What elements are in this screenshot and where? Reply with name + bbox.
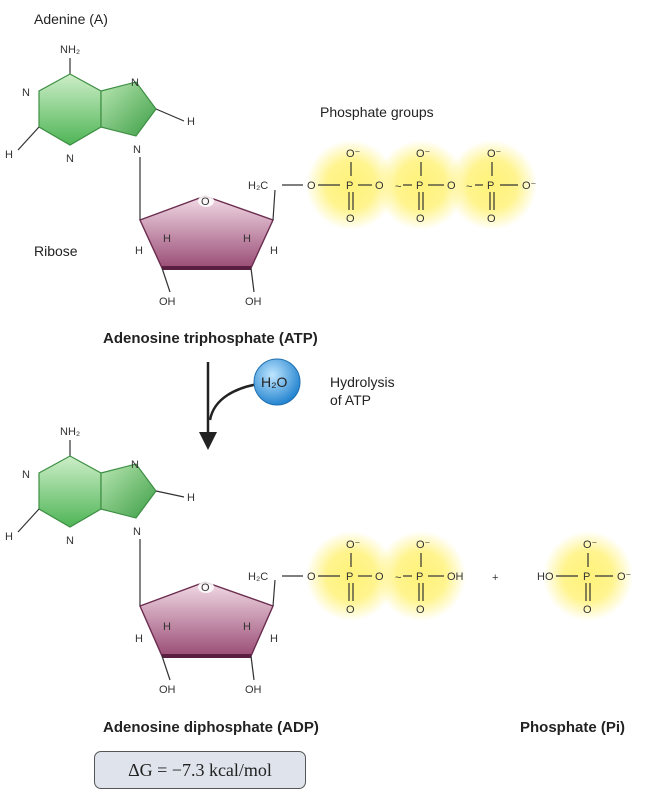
h-atom: H	[5, 149, 13, 161]
phosphate-glow	[447, 140, 537, 230]
n-atom: N	[22, 469, 30, 481]
terminal-oh: OH	[447, 571, 464, 583]
diphosphate-chain: H₂C O P O⁻ O O ~ P O⁻ O OH	[248, 531, 466, 621]
ribose-label: Ribose	[34, 243, 78, 259]
high-energy-bond: ~	[395, 181, 401, 193]
h-atom: H	[270, 245, 278, 257]
ring-oxygen: O	[201, 582, 210, 594]
phosphorus: P	[583, 571, 590, 583]
o-minus: O⁻	[583, 539, 598, 551]
h-atom: H	[187, 116, 195, 128]
double-bond-oxygen: O	[346, 604, 355, 616]
adenine-label: Adenine (A)	[34, 11, 108, 27]
double-bond-oxygen: O	[416, 213, 425, 225]
bridge-oxygen: O	[447, 180, 456, 192]
h-atom: H	[5, 531, 13, 543]
hydrolysis-arrow	[199, 362, 259, 450]
high-energy-bond: ~	[395, 572, 401, 584]
n-atom-glycosidic: N	[133, 526, 141, 538]
ho-group: HO	[537, 571, 554, 583]
n-atom: N	[131, 459, 139, 471]
double-bond-oxygen: O	[416, 604, 425, 616]
h-atom: H	[163, 233, 171, 245]
triphosphate-chain: H₂C O P O⁻ O O ~ P O⁻ O O ~ P O⁻ O O⁻	[248, 140, 537, 230]
phosphate-glow	[306, 531, 396, 621]
oh-group: OH	[159, 296, 176, 308]
phosphorus-alpha: P	[346, 571, 353, 583]
phosphorus-alpha: P	[346, 180, 353, 192]
delta-g-value: ΔG = −7.3 kcal/mol	[128, 759, 272, 780]
high-energy-bond: ~	[466, 181, 472, 193]
hydrolysis-label-line1: Hydrolysis	[330, 374, 395, 390]
ribose-ring	[139, 581, 274, 657]
purine-five-ring	[100, 81, 157, 137]
bridge-oxygen: O	[375, 571, 384, 583]
phosphate-groups-label: Phosphate groups	[320, 104, 434, 120]
hydrolysis-label-line2: of ATP	[330, 392, 371, 408]
bridge-oxygen: O	[307, 571, 316, 583]
purine-five-ring	[100, 463, 157, 519]
ribose-bottom: O H H H H OH OH	[135, 579, 278, 696]
oh-group: OH	[159, 684, 176, 696]
n-atom: N	[66, 153, 74, 165]
ribose-top: O H H H H OH OH	[135, 189, 278, 308]
adenine-bottom: NH₂ N N N N H H	[5, 426, 195, 606]
adenine-top: NH₂ N N N N H H	[5, 44, 195, 220]
bridge-oxygen: O	[375, 180, 384, 192]
ring-oxygen: O	[201, 196, 210, 208]
phosphorus-gamma: P	[487, 180, 494, 192]
h-atom: H	[135, 633, 143, 645]
o-minus: O⁻	[487, 148, 502, 160]
nh2-label: NH₂	[60, 426, 80, 438]
oh-group: OH	[245, 684, 262, 696]
phosphorus-beta: P	[416, 180, 423, 192]
o-minus: O⁻	[416, 148, 431, 160]
purine-six-ring	[38, 73, 102, 146]
water-molecule: H₂O	[253, 358, 301, 406]
phosphate-glow	[306, 140, 396, 230]
ribose-ring	[139, 195, 274, 269]
o-minus: O⁻	[346, 148, 361, 160]
water-label: H₂O	[261, 374, 288, 390]
n-atom: N	[22, 87, 30, 99]
h-atom: H	[243, 233, 251, 245]
h2c-group: H₂C	[248, 571, 268, 583]
n-atom-glycosidic: N	[133, 144, 141, 156]
plus-sign: +	[492, 572, 498, 584]
h-atom: H	[135, 245, 143, 257]
o-minus: O⁻	[346, 539, 361, 551]
nh2-label: NH₂	[60, 44, 80, 56]
o-minus-terminal: O⁻	[522, 180, 537, 192]
h-atom: H	[270, 633, 278, 645]
delta-g-box: ΔG = −7.3 kcal/mol	[94, 751, 306, 789]
h-atom: H	[187, 492, 195, 504]
n-atom: N	[66, 535, 74, 547]
h2c-group: H₂C	[248, 180, 268, 192]
o-minus: O⁻	[416, 539, 431, 551]
phosphate-glow	[376, 531, 466, 621]
purine-six-ring	[38, 455, 102, 528]
phosphate-glow	[543, 531, 633, 621]
h-atom: H	[163, 621, 171, 633]
phosphorus-beta: P	[416, 571, 423, 583]
bridge-oxygen: O	[307, 180, 316, 192]
phosphate-name: Phosphate (Pi)	[520, 719, 625, 736]
o-minus-terminal: O⁻	[617, 571, 632, 583]
double-bond-oxygen: O	[583, 604, 592, 616]
double-bond-oxygen: O	[487, 213, 496, 225]
oh-group: OH	[245, 296, 262, 308]
inorganic-phosphate: HO P O⁻ O O⁻	[537, 531, 633, 621]
h-atom: H	[243, 621, 251, 633]
atp-name: Adenosine triphosphate (ATP)	[103, 330, 318, 347]
adp-name: Adenosine diphosphate (ADP)	[103, 719, 319, 736]
double-bond-oxygen: O	[346, 213, 355, 225]
n-atom: N	[131, 77, 139, 89]
phosphate-glow	[376, 140, 466, 230]
